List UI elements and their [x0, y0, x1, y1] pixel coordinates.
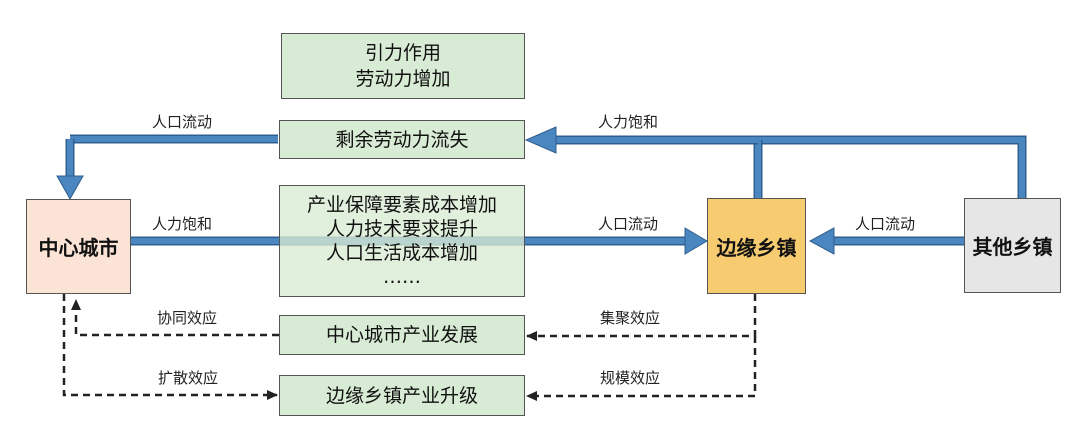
- labor-loss-text: 剩余劳动力流失: [335, 128, 469, 151]
- labor-loss-box: 剩余劳动力流失: [279, 120, 525, 159]
- cost-factor-3: 人口生活成本增加: [325, 242, 478, 264]
- label-population-flow-right: 人口流动: [855, 215, 916, 233]
- dashed-scale-arrow: [526, 336, 757, 401]
- label-labor-saturation-mid: 人力饱和: [152, 215, 213, 233]
- other-towns-node: 其他乡镇: [964, 198, 1061, 293]
- city-industry-box: 中心城市产业发展: [279, 315, 525, 355]
- attraction-box: 引力作用 劳动力增加: [281, 33, 525, 99]
- edge-town-label: 边缘乡镇: [716, 235, 797, 260]
- edge-town-node: 边缘乡镇: [707, 198, 806, 294]
- central-city-node: 中心城市: [26, 199, 131, 294]
- arrow-other-to-edge: [808, 227, 964, 255]
- attraction-line-2: 劳动力增加: [355, 68, 451, 90]
- cost-factor-2: 人力技术要求提升: [325, 218, 478, 240]
- attraction-line-1: 引力作用: [364, 42, 441, 64]
- cost-factors-box: 产业保障要素成本增加 人力技术要求提升 人口生活成本增加 ……: [279, 185, 525, 297]
- cost-factor-ellipsis: ……: [383, 266, 421, 288]
- town-industry-text: 边缘乡镇产业升级: [325, 384, 478, 407]
- label-scale-effect: 规模效应: [600, 369, 661, 387]
- cost-factor-1: 产业保障要素成本增加: [306, 194, 497, 216]
- label-agglomeration-effect: 集聚效应: [600, 309, 661, 327]
- dashed-diffusion-arrow: [62, 294, 278, 400]
- label-labor-saturation-top: 人力饱和: [598, 113, 659, 131]
- central-city-label: 中心城市: [38, 236, 119, 260]
- label-population-flow-top: 人口流动: [152, 113, 213, 131]
- arrow-other-to-center: [56, 126, 1027, 201]
- city-industry-text: 中心城市产业发展: [325, 324, 478, 346]
- town-industry-box: 边缘乡镇产业升级: [279, 375, 525, 416]
- label-population-flow-mid: 人口流动: [598, 215, 659, 233]
- label-diffusion-effect: 扩散效应: [158, 369, 219, 387]
- label-synergy-effect: 协同效应: [157, 309, 218, 327]
- other-towns-label: 其他乡镇: [972, 235, 1053, 259]
